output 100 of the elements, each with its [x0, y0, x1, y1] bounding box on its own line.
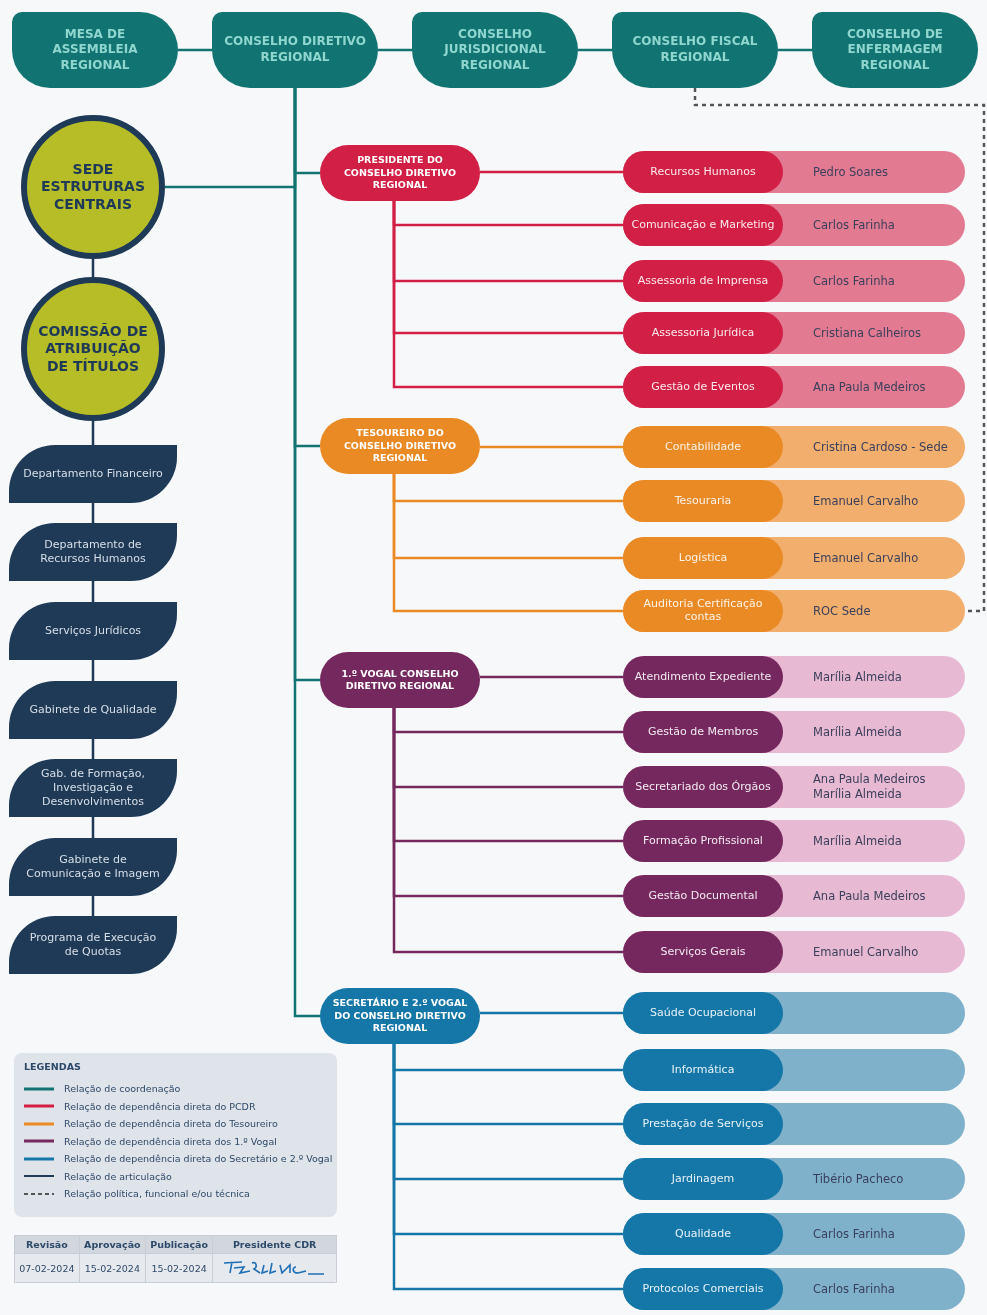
service-label: Secretariado dos Órgãos	[623, 766, 783, 808]
service-bar	[623, 590, 965, 632]
service-bar	[623, 992, 965, 1034]
legend-text: Relação de dependência direta do Tesoureiro	[64, 1118, 278, 1130]
connector-line	[91, 581, 95, 602]
service-label: Informática	[623, 1049, 783, 1091]
service-label: Contabilidade	[623, 426, 783, 468]
person-name: Pedro Soares	[813, 164, 888, 180]
node-label: Programa de Execução de Quotas	[28, 930, 158, 960]
service-label: Comunicação e Marketing	[623, 204, 783, 246]
service-label: Protocolos Comerciais	[623, 1268, 783, 1310]
role-box	[320, 418, 480, 474]
person-name: Marília Almeida	[813, 833, 902, 849]
person-name: Marília Almeida	[813, 669, 902, 685]
legend-title: LEGENDAS	[24, 1061, 82, 1072]
person-name: ROC Sede	[813, 603, 871, 619]
role-box	[320, 988, 480, 1044]
role-box	[320, 145, 480, 201]
node-label: 1.º VOGAL CONSELHO DIRETIVO REGIONAL	[340, 667, 460, 693]
service-bar	[623, 366, 965, 408]
service-label: Recursos Humanos	[623, 151, 783, 193]
connector-line	[480, 445, 623, 449]
connector-line	[91, 421, 95, 445]
connector-line	[392, 1044, 623, 1291]
service-label: Atendimento Expediente	[623, 656, 783, 698]
connector-line	[91, 896, 95, 916]
node-label: TESOUREIRO DO CONSELHO DIRETIVO REGIONAL	[342, 427, 458, 465]
person-name: Marília Almeida	[813, 724, 902, 740]
node-label: Departamento de Recursos Humanos	[39, 537, 147, 567]
service-label: Gestão de Eventos	[623, 366, 783, 408]
service-bar	[623, 1049, 965, 1091]
connector-line	[392, 474, 623, 613]
connector-line	[480, 1011, 623, 1015]
service-label: Formação Profissional	[623, 820, 783, 862]
department-leaf	[9, 916, 177, 974]
connector-line	[378, 48, 412, 52]
service-label: Saúde Ocupacional	[623, 992, 783, 1034]
dashed-connector	[693, 88, 986, 613]
legend-text: Relação de dependência direta dos 1.º Vogal	[64, 1135, 277, 1147]
department-leaf	[9, 838, 177, 896]
connector-line	[91, 739, 95, 759]
connector-line	[480, 170, 623, 174]
node-label: SEDE ESTRUTURAS CENTRAIS	[40, 160, 146, 214]
node-label: Gabinete de Qualidade	[29, 702, 157, 718]
person-name: Emanuel Carvalho	[813, 550, 919, 566]
node-label: CONSELHO DE ENFERMAGEM REGIONAL	[845, 26, 945, 74]
node-label: CONSELHO JURISDICIONAL REGIONAL	[442, 26, 547, 74]
legend-text: Relação de dependência direta do PCDR	[64, 1100, 256, 1112]
service-label: Tesouraria	[623, 480, 783, 522]
service-bar	[623, 656, 965, 698]
date-cell: 07-02-2024	[14, 1253, 80, 1283]
service-bar	[623, 312, 965, 354]
legend-text: Relação de dependência direta do Secretário e 2.º Vogal	[64, 1153, 333, 1165]
service-bar	[623, 426, 965, 468]
service-bar	[623, 1103, 965, 1145]
connector-line	[778, 48, 812, 52]
connector-line	[480, 675, 623, 679]
node-label: COMISSÃO DE ATRIBUIÇÃO DE TÍTULOS	[37, 322, 149, 376]
connector-line	[178, 48, 212, 52]
department-leaf	[9, 759, 177, 817]
service-bar	[623, 711, 965, 753]
person-name: Ana Paula Medeiros	[813, 888, 926, 904]
service-bar	[623, 260, 965, 302]
service-label: Prestação de Serviços	[623, 1103, 783, 1145]
service-bar	[623, 537, 965, 579]
service-bar	[623, 1268, 965, 1310]
connector-line	[91, 503, 95, 523]
table-header: Revisão	[14, 1235, 80, 1254]
council-box	[812, 12, 978, 88]
service-bar	[623, 480, 965, 522]
person-name: Ana Paula Medeiros	[813, 772, 926, 787]
table-header: Publicação	[145, 1235, 213, 1254]
service-bar	[623, 875, 965, 917]
person-name: Tibério Pacheco	[813, 1171, 904, 1187]
service-label: Qualidade	[623, 1213, 783, 1255]
service-label: Auditoria Certificação contas	[623, 590, 783, 632]
node-label: CONSELHO DIRETIVO REGIONAL	[223, 34, 367, 66]
service-bar	[623, 766, 965, 808]
service-bar	[623, 1158, 965, 1200]
service-label: Jardinagem	[623, 1158, 783, 1200]
service-label: Assessoria de Imprensa	[623, 260, 783, 302]
service-bar	[623, 204, 965, 246]
connector-line	[392, 708, 623, 954]
person-name: Emanuel Carvalho	[813, 944, 919, 960]
person-name: Carlos Farinha	[813, 273, 895, 289]
table-header: Presidente CDR	[212, 1235, 337, 1254]
legend-text: Relação de articulação	[64, 1170, 172, 1182]
department-leaf	[9, 445, 177, 503]
department-leaf	[9, 523, 177, 581]
node-label: SECRETÁRIO E 2.º VOGAL DO CONSELHO DIRETIVO REGIONAL	[332, 997, 468, 1035]
role-box	[320, 652, 480, 708]
node-label: PRESIDENTE DO CONSELHO DIRETIVO REGIONAL	[342, 154, 458, 192]
connector-line	[578, 48, 612, 52]
connector-line	[91, 660, 95, 681]
council-box	[612, 12, 778, 88]
date-cell: 15-02-2024	[79, 1253, 146, 1283]
node-label: Gabinete de Comunicação e Imagem	[25, 852, 161, 882]
person-name: Carlos Farinha	[813, 1281, 895, 1297]
service-label: Gestão de Membros	[623, 711, 783, 753]
service-bar	[623, 820, 965, 862]
